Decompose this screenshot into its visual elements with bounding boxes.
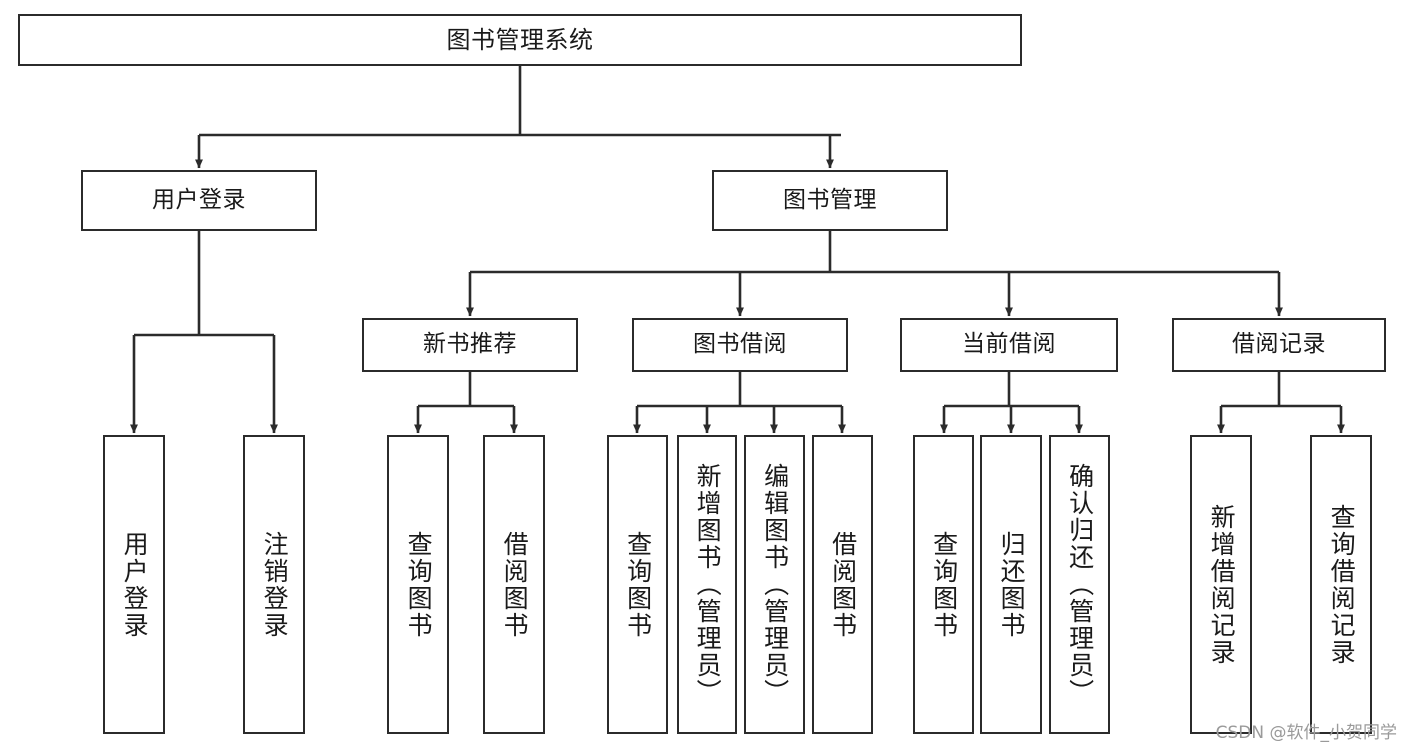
node-label: 查询图书 [404, 530, 434, 639]
node-label: 借阅记录 [1232, 331, 1326, 358]
node-new-book-recommend[interactable]: 新书推荐 [362, 318, 578, 372]
node-label: 图书管理 [783, 186, 877, 213]
node-leaf-borrow-book-2[interactable]: 借阅图书 [812, 435, 873, 734]
node-leaf-add-book[interactable]: 新增图书（管理员） [677, 435, 737, 734]
node-label: 查询图书 [623, 530, 653, 639]
node-label: 图书借阅 [693, 331, 787, 358]
node-label: 注销登录 [260, 530, 290, 639]
node-leaf-user-login[interactable]: 用户登录 [103, 435, 165, 734]
node-leaf-return-book[interactable]: 归还图书 [980, 435, 1042, 734]
node-label: 新增借阅记录 [1207, 503, 1237, 666]
node-leaf-query-record[interactable]: 查询借阅记录 [1310, 435, 1372, 734]
node-label: 查询借阅记录 [1327, 503, 1357, 666]
node-leaf-query-book-2[interactable]: 查询图书 [607, 435, 668, 734]
node-label: 用户登录 [120, 530, 150, 639]
node-current-borrow[interactable]: 当前借阅 [900, 318, 1118, 372]
node-book-borrow[interactable]: 图书借阅 [632, 318, 848, 372]
node-label: 归还图书 [997, 530, 1027, 639]
node-label: 图书管理系统 [446, 25, 594, 54]
node-leaf-confirm-return[interactable]: 确认归还（管理员） [1049, 435, 1110, 734]
node-leaf-logout[interactable]: 注销登录 [243, 435, 305, 734]
node-label: 确认归还（管理员） [1065, 463, 1095, 706]
node-user-login[interactable]: 用户登录 [81, 170, 317, 231]
node-root-system[interactable]: 图书管理系统 [18, 14, 1022, 66]
node-leaf-edit-book[interactable]: 编辑图书（管理员） [744, 435, 805, 734]
node-label: 用户登录 [152, 186, 246, 213]
node-leaf-add-record[interactable]: 新增借阅记录 [1190, 435, 1252, 734]
node-leaf-query-book-1[interactable]: 查询图书 [387, 435, 449, 734]
node-borrow-record[interactable]: 借阅记录 [1172, 318, 1386, 372]
watermark-text: CSDN @软件_小贺同学 [1215, 723, 1397, 743]
node-book-manage[interactable]: 图书管理 [712, 170, 948, 231]
node-label: 查询图书 [929, 530, 959, 639]
node-label: 新增图书（管理员） [693, 463, 723, 706]
node-leaf-query-book-3[interactable]: 查询图书 [913, 435, 974, 734]
node-label: 当前借阅 [962, 331, 1056, 358]
node-label: 借阅图书 [500, 530, 530, 639]
node-leaf-borrow-book-1[interactable]: 借阅图书 [483, 435, 545, 734]
node-label: 借阅图书 [828, 530, 858, 639]
node-label: 新书推荐 [423, 331, 517, 358]
node-label: 编辑图书（管理员） [760, 463, 790, 706]
